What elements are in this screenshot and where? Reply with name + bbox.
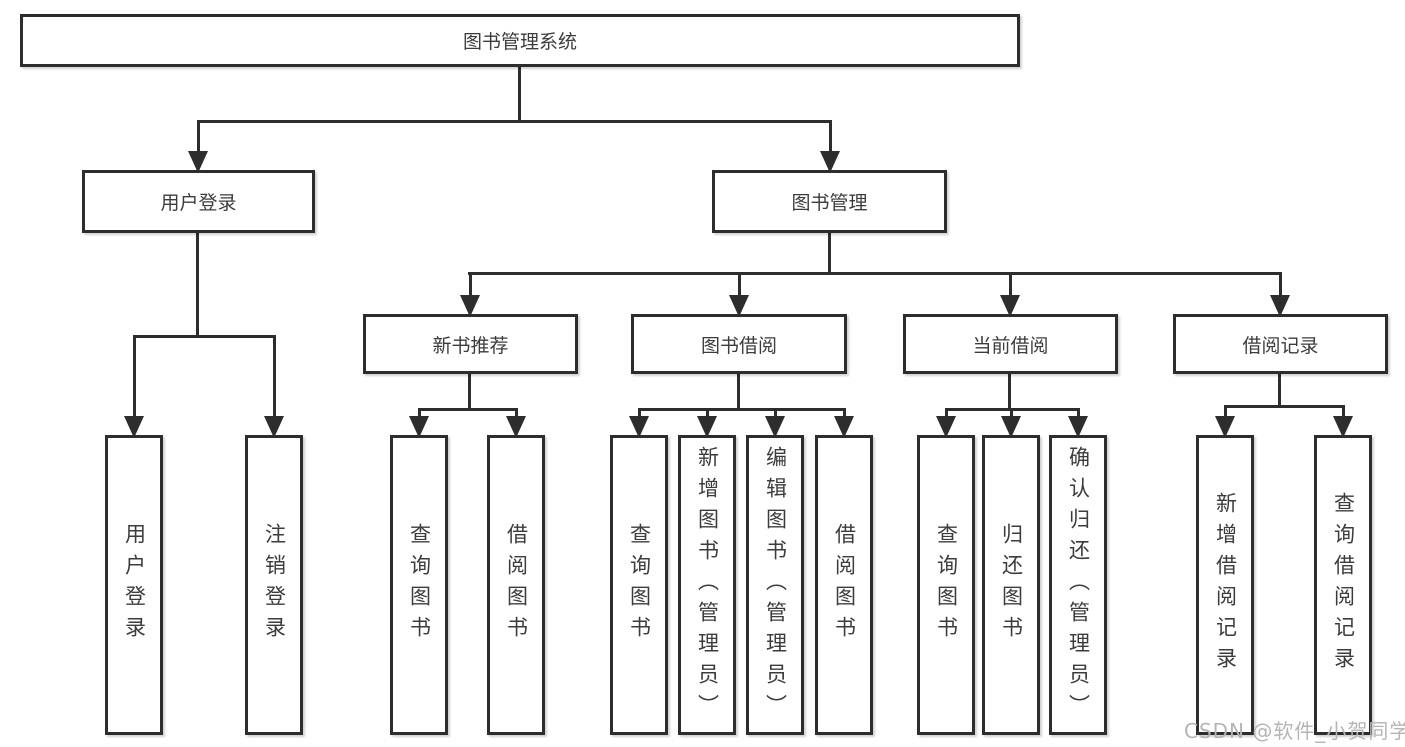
connector-root-branch <box>197 120 832 123</box>
node-root-library-system: 图书管理系统 <box>20 14 1020 67</box>
leaf-query-books-1: 查询图书 <box>390 435 448 735</box>
leaf-query-books-3: 查询图书 <box>917 435 975 735</box>
arrow-down-to-leaf-borrow-books-1 <box>506 408 526 438</box>
node-label: 图书借阅 <box>700 334 777 357</box>
connector-borrow-records-stem <box>1278 374 1281 408</box>
arrow-down-to-leaf-logout <box>264 335 284 438</box>
leaf-return-book: 归还图书 <box>982 435 1040 735</box>
arrow-down-to-leaf-query-books-1 <box>409 408 429 438</box>
arrow-down-to-leaf-add-book <box>697 408 717 438</box>
node-label: 图书管理系统 <box>462 31 577 53</box>
leaf-label: 查询借阅记录 <box>1331 492 1356 678</box>
leaf-label: 查询图书 <box>934 523 959 647</box>
connector-book-borrow-stem <box>737 374 740 411</box>
connector-new-book-recommend-stem <box>468 374 471 411</box>
connector-current-borrow-branch <box>945 408 1080 411</box>
leaf-label: 查询图书 <box>407 523 432 647</box>
node-label: 图书管理 <box>791 192 868 214</box>
node-new-book-recommend: 新书推荐 <box>363 314 578 374</box>
leaf-label: 借阅图书 <box>504 523 529 647</box>
leaf-logout: 注销登录 <box>245 435 303 735</box>
arrow-down-to-leaf-query-books-2 <box>629 408 649 438</box>
node-label: 新书推荐 <box>432 334 509 357</box>
node-current-borrow: 当前借阅 <box>903 314 1118 374</box>
arrow-down-to-leaf-user-login <box>124 335 144 438</box>
node-label: 当前借阅 <box>972 334 1049 357</box>
connector-book-management-stem <box>828 233 831 275</box>
arrow-down-to-leaf-edit-book <box>765 408 785 438</box>
arrow-down-to-new-book-recommend <box>460 272 480 317</box>
arrow-down-to-leaf-borrow-books-2 <box>834 408 854 438</box>
connector-current-borrow-stem <box>1008 374 1011 411</box>
node-book-management: 图书管理 <box>712 170 947 233</box>
leaf-label: 编辑图书（管理员） <box>763 445 788 725</box>
node-book-borrow: 图书借阅 <box>631 314 847 374</box>
connector-book-management-branch <box>468 272 1281 275</box>
arrow-down-to-book-borrow <box>729 272 749 317</box>
connector-new-book-recommend-branch <box>418 408 518 411</box>
connector-user-login-branch <box>133 335 276 338</box>
leaf-query-books-2: 查询图书 <box>610 435 668 735</box>
arrow-down-to-current-borrow <box>1000 272 1020 317</box>
leaf-label: 新增图书（管理员） <box>695 445 720 725</box>
connector-borrow-records-branch <box>1224 405 1345 408</box>
node-borrow-records: 借阅记录 <box>1173 314 1388 374</box>
leaf-user-login: 用户登录 <box>105 435 163 735</box>
leaf-borrow-books-2: 借阅图书 <box>815 435 873 735</box>
leaf-label: 借阅图书 <box>832 523 857 647</box>
leaf-label: 确认归还（管理员） <box>1066 445 1091 725</box>
leaf-query-borrow-record: 查询借阅记录 <box>1314 435 1372 735</box>
node-user-login: 用户登录 <box>82 170 315 233</box>
csdn-watermark: CSDN @软件_小贺同学 <box>1184 719 1405 743</box>
arrow-down-to-user-login <box>188 120 208 173</box>
arrow-down-to-book-management <box>820 120 840 173</box>
arrow-down-to-leaf-confirm-return <box>1068 408 1088 438</box>
leaf-label: 用户登录 <box>122 523 147 647</box>
arrow-down-to-borrow-records <box>1270 272 1290 317</box>
leaf-confirm-return-admin: 确认归还（管理员） <box>1049 435 1107 735</box>
leaf-add-book-admin: 新增图书（管理员） <box>678 435 736 735</box>
arrow-down-to-leaf-query-borrow-record <box>1333 405 1353 438</box>
node-label: 用户登录 <box>160 192 237 214</box>
connector-root-stem <box>518 67 521 123</box>
arrow-down-to-leaf-return-book <box>1001 408 1021 438</box>
leaf-label: 查询图书 <box>627 523 652 647</box>
leaf-label: 注销登录 <box>262 523 287 647</box>
leaf-borrow-books-1: 借阅图书 <box>487 435 545 735</box>
arrow-down-to-leaf-query-books-3 <box>936 408 956 438</box>
leaf-label: 归还图书 <box>999 523 1024 647</box>
leaf-label: 新增借阅记录 <box>1213 492 1238 678</box>
leaf-edit-book-admin: 编辑图书（管理员） <box>746 435 804 735</box>
connector-user-login-stem <box>196 233 199 338</box>
node-label: 借阅记录 <box>1242 334 1319 357</box>
arrow-down-to-leaf-add-borrow-record <box>1215 405 1235 438</box>
leaf-add-borrow-record: 新增借阅记录 <box>1196 435 1254 735</box>
connector-book-borrow-branch <box>638 408 846 411</box>
